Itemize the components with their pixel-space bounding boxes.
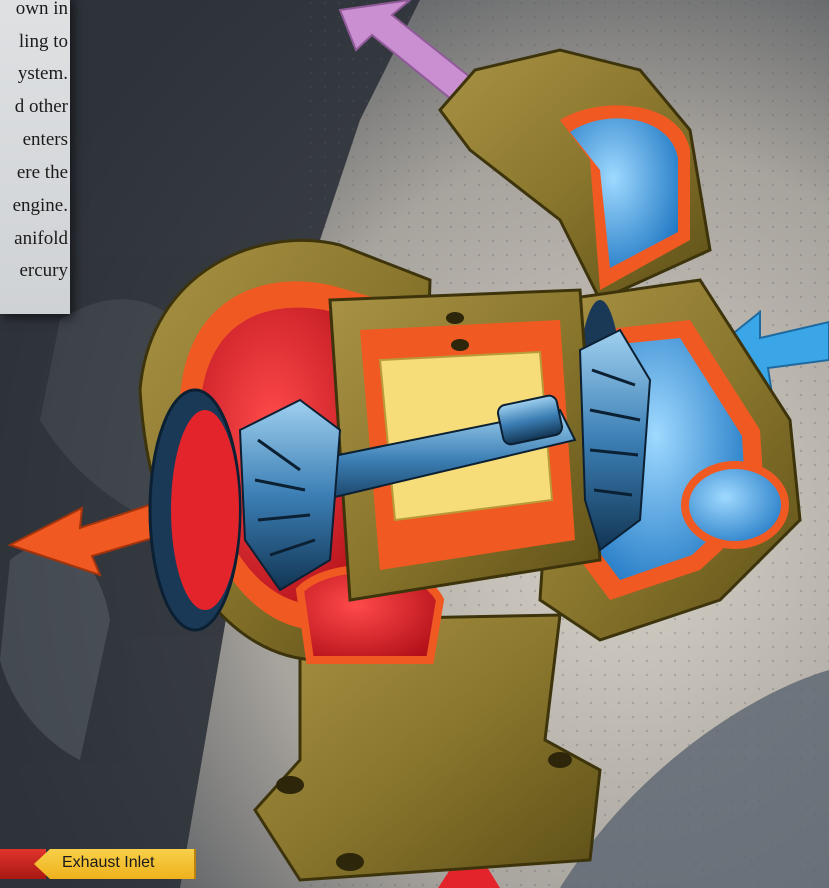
description-line: d other	[15, 96, 68, 118]
description-line: enters	[23, 129, 68, 151]
compressor-wheel	[580, 330, 650, 550]
description-line: ere the	[17, 162, 68, 184]
description-line: ling to	[19, 31, 68, 53]
description-line: ercury	[19, 260, 68, 282]
exhaust-inlet-label[interactable]: Exhaust Inlet	[0, 849, 194, 879]
description-line: own in	[16, 0, 68, 20]
description-line: engine.	[13, 195, 68, 217]
description-line: ystem.	[18, 63, 68, 85]
description-panel: own in ling to ystem. d other enters ere…	[0, 0, 70, 314]
exhaust-inlet-label-text: Exhaust Inlet	[62, 854, 155, 872]
description-line: anifold	[14, 228, 68, 250]
